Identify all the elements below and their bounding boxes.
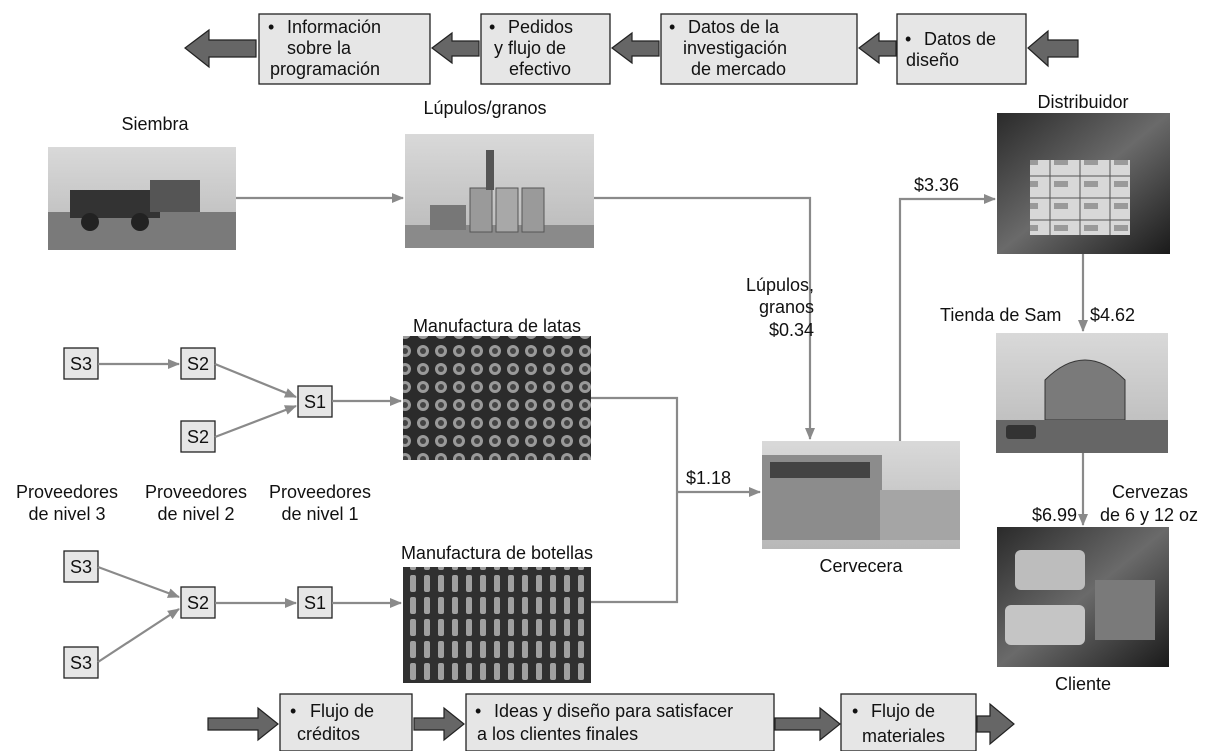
- material-box-line: materiales: [862, 726, 945, 746]
- tier2-label: de nivel 2: [157, 504, 234, 524]
- material-box-line: Flujo de: [310, 701, 374, 721]
- info-box-line: Pedidos: [508, 17, 573, 37]
- info-box-bullet: •: [489, 17, 495, 37]
- material-box-ideas: • Ideas y diseño para satisfacer a los c…: [465, 693, 775, 751]
- price-brewery-out: $3.36: [914, 175, 959, 195]
- brewery-photo: [762, 441, 960, 549]
- supplier-s2-box: S2: [180, 420, 216, 453]
- material-box-line: Flujo de: [871, 701, 935, 721]
- info-box-line: y flujo de: [494, 38, 566, 58]
- stage-label-tienda: Tienda de Sam: [940, 305, 1061, 325]
- material-flow-arrow: [976, 702, 1015, 746]
- stage-label-cliente: Cliente: [1055, 674, 1111, 694]
- material-flow-row: • Flujo de créditos • Ideas y diseño par…: [207, 693, 1015, 751]
- info-flow-arrow: [184, 28, 257, 69]
- supplier-s3-box: S3: [63, 646, 99, 679]
- info-flow-row: • Información sobre la programación • Pe…: [184, 13, 1079, 85]
- info-box-line: investigación: [683, 38, 787, 58]
- stage-label-cervecera: Cervecera: [819, 556, 903, 576]
- supplier-s2-box: S2: [180, 586, 216, 619]
- flow-connectors: [97, 193, 1088, 663]
- svg-text:S3: S3: [70, 354, 92, 374]
- material-box-bullet: •: [852, 701, 858, 721]
- supplier-s2-box: S2: [180, 347, 216, 380]
- distributor-photo: [997, 113, 1170, 254]
- info-box-bullet: •: [669, 17, 675, 37]
- svg-text:S1: S1: [304, 392, 326, 412]
- svg-text:S3: S3: [70, 653, 92, 673]
- info-flow-arrow: [1027, 29, 1079, 68]
- svg-text:S1: S1: [304, 593, 326, 613]
- tier2-label: Proveedores: [145, 482, 247, 502]
- tier3-label: Proveedores: [16, 482, 118, 502]
- info-box-mercado: • Datos de la investigación de mercado: [660, 13, 858, 85]
- info-flow-arrow: [431, 31, 480, 65]
- price-hops-label: granos: [759, 297, 814, 317]
- store-photo: [996, 333, 1168, 453]
- price-hops-label: Lúpulos,: [746, 275, 814, 295]
- info-box-line: Información: [287, 17, 381, 37]
- stage-label-latas: Manufactura de latas: [413, 316, 581, 336]
- supplier-s3-box: S3: [63, 347, 99, 380]
- svg-text:S2: S2: [187, 427, 209, 447]
- supplier-s1-box: S1: [297, 586, 333, 619]
- supplier-network: S3 S2 S2 S1 S3 S3 S2 S1 Proveedores de n…: [16, 347, 371, 679]
- stage-label-distribuidor: Distribuidor: [1037, 92, 1128, 112]
- stage-label-botellas: Manufactura de botellas: [401, 543, 593, 563]
- tier1-label: Proveedores: [269, 482, 371, 502]
- material-flow-arrow: [207, 706, 279, 742]
- info-box-diseno: • Datos de diseño: [896, 13, 1027, 85]
- price-retail: $6.99: [1032, 505, 1077, 525]
- material-flow-arrow: [413, 706, 465, 742]
- info-box-pedidos: • Pedidos y flujo de efectivo: [480, 13, 611, 85]
- price-hops-value: $0.34: [769, 320, 814, 340]
- info-box-bullet: •: [905, 29, 911, 49]
- info-box-line: programación: [270, 59, 380, 79]
- info-box-programacion: • Información sobre la programación: [258, 13, 431, 85]
- info-box-line: efectivo: [509, 59, 571, 79]
- material-box-line: Ideas y diseño para satisfacer: [494, 701, 733, 721]
- material-box-line: a los clientes finales: [477, 724, 638, 744]
- supplier-s1-box: S1: [297, 385, 333, 418]
- material-box-bullet: •: [290, 701, 296, 721]
- info-box-bullet: •: [268, 17, 274, 37]
- material-flow-arrow: [774, 706, 841, 742]
- info-flow-arrow: [858, 31, 897, 65]
- info-box-line: Datos de: [924, 29, 996, 49]
- price-containers: $1.18: [686, 468, 731, 488]
- material-box-bullet: •: [475, 701, 481, 721]
- customer-photo: [997, 527, 1169, 667]
- tier1-label: de nivel 1: [281, 504, 358, 524]
- svg-text:S2: S2: [187, 593, 209, 613]
- svg-text:S3: S3: [70, 557, 92, 577]
- info-box-line: diseño: [906, 50, 959, 70]
- can-factory-photo: [403, 336, 591, 460]
- supplier-s3-box: S3: [63, 550, 99, 583]
- material-box-line: créditos: [297, 724, 360, 744]
- svg-text:S2: S2: [187, 354, 209, 374]
- info-box-line: de mercado: [691, 59, 786, 79]
- tier3-label: de nivel 3: [28, 504, 105, 524]
- stage-label-siembra: Siembra: [121, 114, 189, 134]
- info-box-line: Datos de la: [688, 17, 780, 37]
- info-box-line: sobre la: [287, 38, 352, 58]
- product-label: Cervezas: [1112, 482, 1188, 502]
- material-box-creditos: • Flujo de créditos: [279, 693, 413, 751]
- info-flow-arrow: [611, 31, 660, 65]
- grain-silo-photo: [405, 134, 594, 248]
- bottle-factory-photo: [403, 567, 591, 683]
- price-distributor-out: $4.62: [1090, 305, 1135, 325]
- material-box-materiales: • Flujo de materiales: [840, 693, 977, 751]
- stage-label-lupulos: Lúpulos/granos: [423, 98, 546, 118]
- harvest-photo: [48, 147, 236, 250]
- product-label: de 6 y 12 oz: [1100, 505, 1198, 525]
